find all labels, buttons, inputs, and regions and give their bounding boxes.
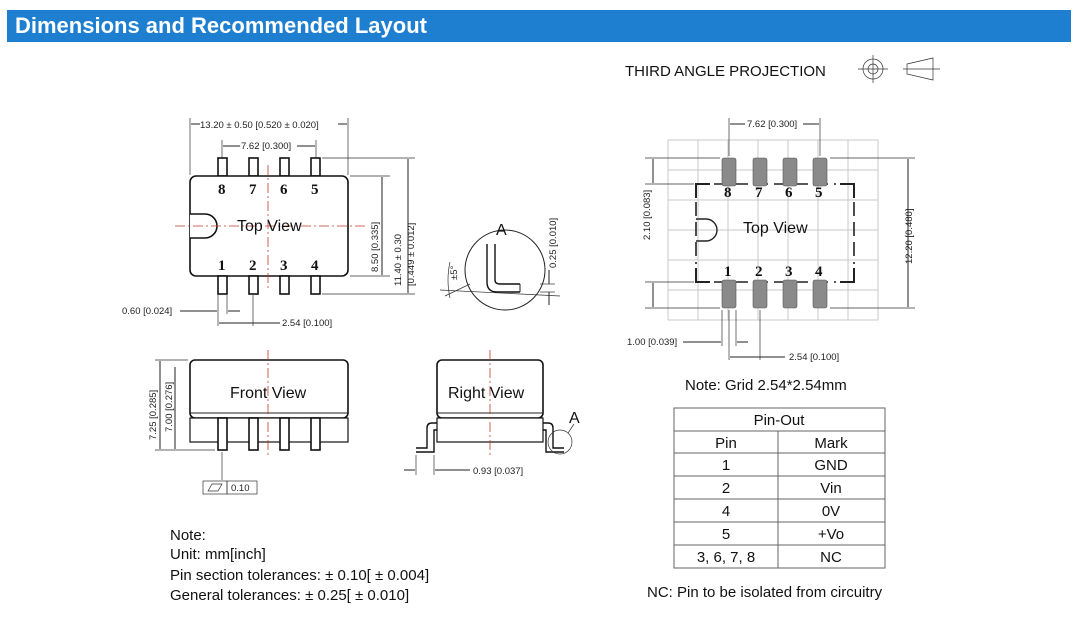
- pin-lead: [279, 157, 290, 177]
- pin-lead: [279, 275, 290, 295]
- pin-number: 7: [249, 182, 257, 198]
- top-view-drawing: 13.20 ± 0.50 [0.520 ± 0.020] 7.62 [0.300…: [122, 118, 417, 329]
- pinout-footnote: NC: Pin to be isolated from circuitry: [647, 584, 883, 601]
- layout-dim-row-span: 7.62 [0.300]: [747, 119, 797, 130]
- dim-pitch: 2.54 [0.100]: [282, 318, 332, 329]
- pinout-cell-pin: 4: [722, 503, 730, 520]
- pin-lead: [279, 417, 290, 451]
- pin-lead: [217, 157, 228, 177]
- projection-label: THIRD ANGLE PROJECTION: [625, 63, 826, 80]
- detail-a-label: A: [496, 222, 507, 239]
- pin-number: 5: [311, 182, 319, 198]
- flatness-value: 0.10: [231, 483, 250, 494]
- pinout-cell-mark: Vin: [820, 480, 841, 497]
- notes-block: Note: Unit: mm[inch] Pin section toleran…: [170, 527, 429, 604]
- pinout-cell-mark: 0V: [822, 503, 840, 520]
- pin-number: 4: [311, 258, 319, 274]
- layout-notch-icon: [696, 218, 718, 242]
- pinout-header-mark: Mark: [814, 435, 848, 452]
- pin-number: 1: [218, 258, 226, 274]
- pad: [782, 157, 798, 187]
- pin-lead: [310, 157, 321, 177]
- section-header: Dimensions and Recommended Layout: [7, 10, 1071, 42]
- detail-a-circle: [464, 229, 546, 311]
- right-view-label: Right View: [448, 385, 525, 402]
- pin-lead: [217, 417, 228, 451]
- pad-number: 6: [785, 185, 793, 201]
- detail-a-angle: ±5°: [449, 266, 460, 280]
- pinout-table: Pin-Out Pin Mark 1 GND 2 Vin 4 0V 5 +Vo …: [647, 407, 886, 601]
- flatness-icon: [207, 483, 223, 492]
- pad-number: 7: [755, 185, 763, 201]
- pinout-cell-mark: GND: [814, 457, 848, 474]
- pinout-cell-pin: 2: [722, 480, 730, 497]
- flatness-symbol-box: [202, 480, 228, 495]
- pad-number: 5: [815, 185, 823, 201]
- pinout-cell-pin: 1: [722, 457, 730, 474]
- projection-symbol: THIRD ANGLE PROJECTION: [625, 55, 940, 83]
- notes-heading: Note:: [170, 527, 206, 544]
- pin-lead: [248, 157, 259, 177]
- dim-lead-length: 0.93 [0.037]: [473, 466, 523, 477]
- dim-overall-width: 13.20 ± 0.50 [0.520 ± 0.020]: [200, 120, 319, 131]
- pad-number: 3: [785, 264, 793, 280]
- pad: [812, 157, 828, 187]
- pinout-cell-pin: 3, 6, 7, 8: [697, 549, 755, 566]
- pad: [812, 279, 828, 309]
- layout-drawing: 8 7 6 5 1 2 3 4 Top View 7.62 [0.300] 2.…: [627, 118, 915, 394]
- pinout-title: Pin-Out: [754, 412, 806, 429]
- pad: [721, 279, 737, 309]
- dim-overall-length-in: [0.449 ± 0.012]: [406, 223, 417, 286]
- notes-pin-tolerance: Pin section tolerances: ± 0.10[ ± 0.004]: [170, 567, 429, 584]
- pinout-cell-mark: NC: [820, 549, 842, 566]
- pad: [721, 157, 737, 187]
- layout-top-view-label: Top View: [743, 220, 808, 237]
- pinout-cell-pin: 5: [722, 526, 730, 543]
- right-view-drawing: Right View A 0.93 [0.037]: [404, 350, 580, 477]
- pin-number: 6: [280, 182, 288, 198]
- projection-cone-icon: [906, 57, 934, 81]
- front-view-drawing: Front View 7.25 [0.285] 7.00 [0.276] 0.1…: [148, 350, 349, 495]
- pin-lead: [248, 275, 259, 295]
- detail-a-thickness: 0.25 [0.010]: [548, 218, 559, 268]
- pin-number: 2: [249, 258, 257, 274]
- pin-lead: [310, 417, 321, 451]
- layout-dim-pad-length: 2.10 [0.083]: [642, 190, 653, 240]
- pinout-cell-mark: +Vo: [818, 526, 844, 543]
- pin-number: 3: [280, 258, 288, 274]
- notes-unit: Unit: mm[inch]: [170, 546, 266, 563]
- pad-number: 1: [724, 264, 732, 280]
- layout-dim-total-length: 12.20 [0.480]: [904, 209, 915, 264]
- pin-lead: [248, 417, 259, 451]
- pad-number: 8: [724, 185, 732, 201]
- dim-pin-width: 0.60 [0.024]: [122, 306, 172, 317]
- layout-dim-pad-width: 1.00 [0.039]: [627, 337, 677, 348]
- front-base: [189, 417, 349, 443]
- pad-number: 4: [815, 264, 823, 280]
- pad: [752, 279, 768, 309]
- notes-general-tolerance: General tolerances: ± 0.25[ ± 0.010]: [170, 587, 409, 604]
- pin-number: 8: [218, 182, 226, 198]
- pad-number: 2: [755, 264, 763, 280]
- dim-row-span: 7.62 [0.300]: [241, 141, 291, 152]
- right-view-detail-ref: A: [569, 410, 580, 427]
- front-view-label: Front View: [230, 385, 307, 402]
- pad: [782, 279, 798, 309]
- dim-front-height-2: 7.00 [0.276]: [164, 382, 175, 432]
- dim-front-height-1: 7.25 [0.285]: [148, 390, 159, 440]
- pin-lead: [217, 275, 228, 295]
- layout-dim-pitch: 2.54 [0.100]: [789, 352, 839, 363]
- dim-overall-length-mm: 11.40 ± 0.30: [393, 234, 404, 286]
- layout-grid-note: Note: Grid 2.54*2.54mm: [685, 377, 847, 394]
- dim-body-height: 8.50 [0.335]: [370, 222, 381, 272]
- detail-a-drawing: A ±5° 0.25 [0.010]: [439, 218, 561, 311]
- pin-lead: [310, 275, 321, 295]
- pinout-header-pin: Pin: [715, 435, 737, 452]
- pad: [752, 157, 768, 187]
- top-view-label: Top View: [237, 218, 302, 235]
